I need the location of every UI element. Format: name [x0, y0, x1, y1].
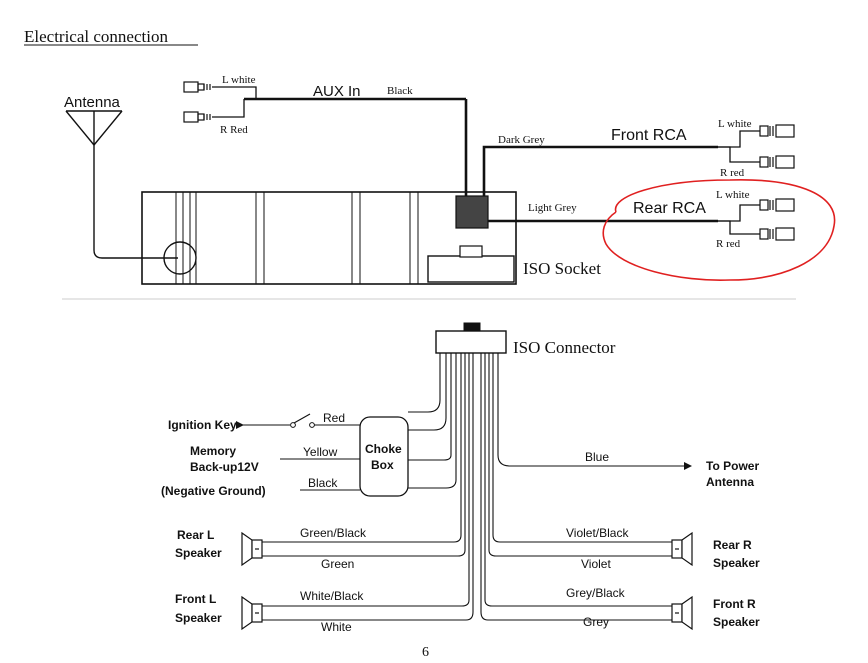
aux-black-label: Black [387, 85, 413, 97]
box-label: Box [371, 458, 394, 472]
bottom-labels: ISO Connector Ignition Key Red Memory Ba… [161, 338, 760, 634]
front-l-label-1: Front L [175, 592, 216, 606]
antenna-jack [163, 241, 197, 275]
rear-r-label-1: Rear R [713, 538, 752, 552]
front-r-label-1: Front R [713, 597, 756, 611]
aux-in-label: AUX In [313, 83, 361, 100]
rear-r-label-2: Speaker [713, 556, 760, 570]
rear-r-label: R red [716, 238, 741, 250]
iso-socket-label: ISO Socket [523, 259, 601, 278]
rear-l-label: L white [716, 189, 750, 201]
aux-l-label: L white [222, 74, 256, 86]
backup-label: Back-up12V [190, 460, 259, 474]
white-black-label: White/Black [300, 589, 364, 603]
rear-l-label-2: Speaker [175, 546, 222, 560]
bottom-diagram [236, 322, 693, 631]
front-l-label: L white [718, 118, 752, 130]
dark-grey-label: Dark Grey [498, 134, 545, 146]
grey-label: Grey [583, 615, 609, 629]
front-r-speaker-icon [671, 595, 693, 631]
rear-l-speaker-icon [241, 531, 263, 567]
green-black-label: Green/Black [300, 526, 367, 540]
white-label: White [321, 620, 352, 634]
head-unit [141, 191, 517, 285]
iso-socket [427, 245, 515, 283]
aux-in-plug-left [183, 81, 211, 123]
negative-ground-label: (Negative Ground) [161, 484, 266, 498]
page-number: 6 [422, 645, 429, 660]
top-diagram [65, 81, 836, 285]
green-label: Green [321, 557, 354, 571]
antenna-icon [65, 110, 178, 259]
front-r-label-2: Speaker [713, 615, 760, 629]
red-annotation-ellipse [602, 179, 836, 281]
power-antenna-label-1: To Power [706, 459, 759, 473]
violet-black-label: Violet/Black [566, 526, 629, 540]
red-wire-label: Red [323, 411, 345, 425]
power-antenna-label-2: Antenna [706, 475, 754, 489]
rear-l-label-1: Rear L [177, 528, 214, 542]
choke-box [359, 416, 409, 497]
aux-r-label: R Red [220, 124, 248, 136]
light-grey-label: Light Grey [528, 202, 577, 214]
front-rca-plugs [759, 124, 795, 169]
rear-r-speaker-icon [671, 531, 693, 567]
iso-connector-label: ISO Connector [513, 338, 616, 357]
violet-label: Violet [581, 557, 611, 571]
choke-label: Choke [365, 442, 402, 456]
rear-rca-label: Rear RCA [633, 200, 706, 217]
black-wire-label: Black [308, 476, 338, 490]
front-l-speaker-icon [241, 595, 263, 631]
rear-rca-plugs [759, 198, 795, 241]
blue-wire-label: Blue [585, 450, 609, 464]
iso-connector [435, 322, 507, 354]
front-l-label-2: Speaker [175, 611, 222, 625]
top-labels: Antenna L white R Red AUX In Black Dark … [64, 74, 752, 278]
ignition-key-label: Ignition Key [168, 418, 237, 432]
page-title: Electrical connection [24, 27, 168, 46]
antenna-label: Antenna [64, 94, 121, 111]
rca-junction-block [455, 195, 489, 229]
front-rca-label: Front RCA [611, 127, 687, 144]
grey-black-label: Grey/Black [566, 586, 626, 600]
yellow-wire-label: Yellow [303, 445, 338, 459]
front-r-label: R red [720, 167, 745, 179]
memory-label: Memory [190, 444, 236, 458]
